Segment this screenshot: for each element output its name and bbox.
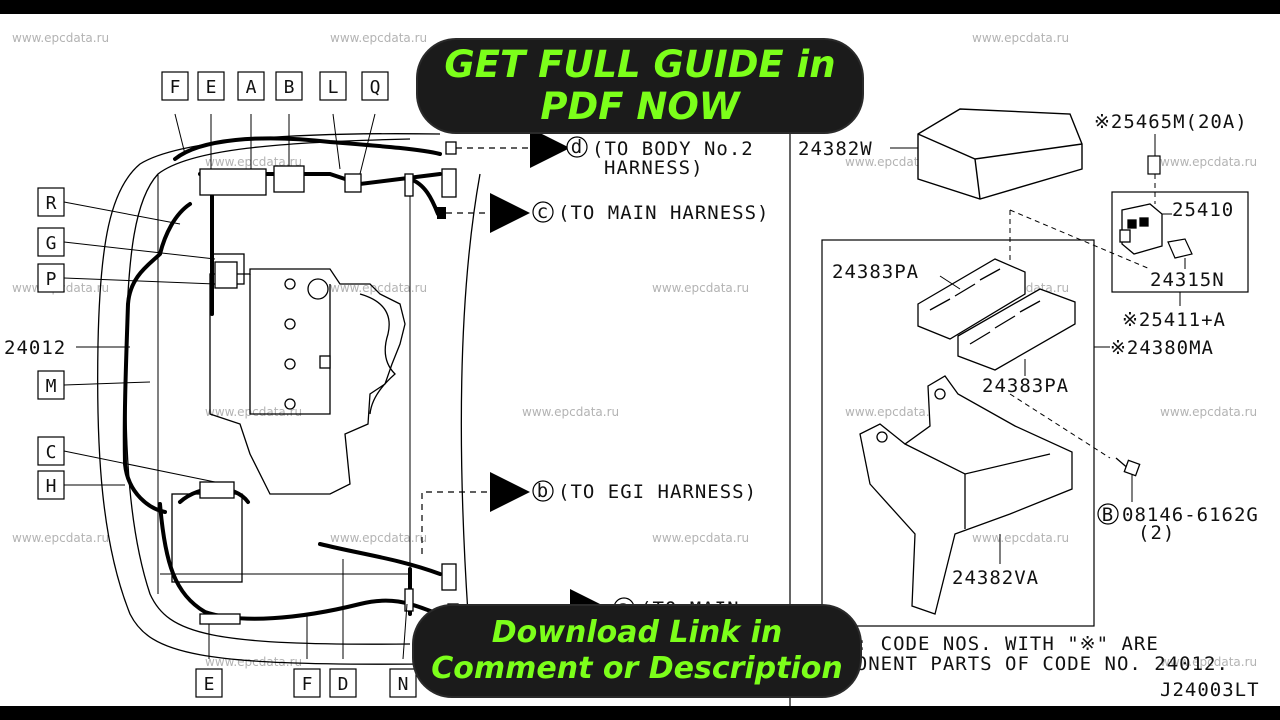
watermark: www.epcdata.ru bbox=[522, 405, 619, 419]
leader-line bbox=[939, 275, 961, 290]
connector-label-box bbox=[161, 71, 189, 101]
watermark: www.epcdata.ru bbox=[972, 531, 1069, 545]
clip-icon bbox=[1167, 238, 1193, 259]
connector-label-box bbox=[37, 436, 65, 466]
download-link-banner[interactable]: Download Link in Comment or Description bbox=[414, 606, 860, 696]
watermark: www.epcdata.ru bbox=[205, 405, 302, 419]
bolt-letter: B bbox=[1102, 504, 1114, 526]
watermark: www.epcdata.ru bbox=[330, 531, 427, 545]
connector-label-box bbox=[389, 668, 417, 698]
engine-compartment-outline bbox=[96, 133, 481, 665]
part-label-fuse-block-b: 24383PA bbox=[982, 375, 1069, 397]
connector-label: A bbox=[246, 77, 257, 98]
connector-label-box bbox=[275, 71, 303, 101]
connector-label-box bbox=[37, 187, 65, 217]
part-label-relay-assy: ※25411+A bbox=[1122, 309, 1226, 331]
fuse-block-assembly-frame bbox=[821, 239, 1095, 627]
watermark: www.epcdata.ru bbox=[972, 31, 1069, 45]
connector-label: P bbox=[46, 269, 57, 290]
connector-label-box bbox=[197, 71, 225, 101]
connector-label: H bbox=[46, 476, 57, 497]
watermark: www.epcdata.ru bbox=[12, 531, 109, 545]
note-line-2: COMPONENT PARTS OF CODE NO. 24012. bbox=[806, 653, 1229, 675]
part-label-clip: 24315N bbox=[1150, 269, 1225, 291]
destination-text: (TO EGI HARNESS) bbox=[558, 481, 757, 503]
connector-label: R bbox=[46, 193, 57, 214]
destination-circle bbox=[532, 201, 554, 223]
bolt-icon bbox=[1115, 457, 1141, 477]
assembly-dashed-lines bbox=[1009, 174, 1156, 270]
banner-line: Comment or Description bbox=[431, 651, 843, 686]
top-connector-labels: F E A B L Q bbox=[161, 71, 389, 101]
destination-circle bbox=[566, 136, 588, 158]
destination-text: (TO BODY No.2 bbox=[592, 138, 754, 160]
destination-letter: d bbox=[571, 136, 583, 158]
fuse-icon bbox=[1147, 155, 1161, 175]
connector-label: C bbox=[46, 442, 57, 463]
connector-label: Q bbox=[370, 77, 381, 98]
connector-label: D bbox=[338, 674, 349, 695]
part-label-block-assy: ※24380MA bbox=[1110, 337, 1214, 359]
destination-letter: c bbox=[537, 201, 549, 223]
watermark: www.epcdata.ru bbox=[330, 31, 427, 45]
connector-label-box bbox=[37, 470, 65, 500]
connector-label: E bbox=[206, 77, 217, 98]
connector-label-box bbox=[319, 71, 347, 101]
fuse-case-icon bbox=[859, 375, 1073, 615]
watermark: www.epcdata.ru bbox=[652, 531, 749, 545]
connector-label-box bbox=[237, 71, 265, 101]
watermark: www.epcdata.ru bbox=[845, 405, 942, 419]
connector-label-box bbox=[195, 668, 223, 698]
connector-label: M bbox=[46, 376, 57, 397]
relay-icon bbox=[1119, 203, 1163, 255]
part-label-relay: 25410 bbox=[1172, 199, 1234, 221]
part-label-bolt: 08146-6162G bbox=[1122, 504, 1259, 526]
connector-label: N bbox=[398, 674, 409, 695]
watermark: www.epcdata.ru bbox=[1160, 655, 1257, 669]
watermark: www.epcdata.ru bbox=[652, 281, 749, 295]
watermark: www.epcdata.ru bbox=[12, 31, 109, 45]
note-line-1: NOTE: CODE NOS. WITH "※" ARE bbox=[806, 633, 1159, 655]
assembly-dashed-line bbox=[1009, 393, 1111, 459]
destination-letter: b bbox=[537, 480, 549, 502]
connector-label: F bbox=[302, 674, 313, 695]
leader-lines bbox=[63, 113, 408, 660]
banner-line: Download Link in bbox=[491, 615, 783, 650]
connector-label-box bbox=[361, 71, 389, 101]
destination-text: HARNESS) bbox=[604, 157, 704, 179]
connector-label: G bbox=[46, 233, 57, 254]
connector-block-solid bbox=[437, 207, 446, 219]
connector-label-box bbox=[37, 370, 65, 400]
connector-label-box bbox=[293, 668, 321, 698]
banner-line: GET FULL GUIDE in bbox=[444, 43, 836, 86]
destination-text: (TO MAIN HARNESS) bbox=[558, 202, 769, 224]
diagram-code: J24003LT bbox=[1160, 679, 1260, 701]
part-label-fuse: ※25465M(20A) bbox=[1094, 111, 1248, 133]
part-label-bolt-qty: (2) bbox=[1138, 522, 1175, 544]
wiring-diagram-svg: www.epcdata.ru www.epcdata.ru www.epcdat… bbox=[4, 31, 1260, 706]
connector-label-box bbox=[37, 227, 65, 257]
part-label-case: 24382VA bbox=[952, 567, 1039, 589]
banner-line: PDF NOW bbox=[540, 85, 740, 128]
destination-circle bbox=[532, 480, 554, 502]
connector-label-box bbox=[329, 668, 357, 698]
part-label-fuse-block-a: 24383PA bbox=[832, 261, 919, 283]
connector-label: B bbox=[284, 77, 295, 98]
connector-label-box bbox=[37, 263, 65, 293]
watermark: www.epcdata.ru bbox=[1160, 155, 1257, 169]
connector-label: F bbox=[170, 77, 181, 98]
fuse-box-cover bbox=[917, 108, 1083, 200]
connector-blocks bbox=[199, 141, 459, 625]
get-guide-banner[interactable]: GET FULL GUIDE in PDF NOW bbox=[418, 40, 862, 132]
bottom-connector-labels: E F D N bbox=[195, 668, 417, 698]
part-label-cover: 24382W bbox=[798, 138, 873, 160]
watermark: www.epcdata.ru bbox=[1160, 405, 1257, 419]
side-connector-labels: R G P M C H bbox=[37, 187, 65, 500]
harness-part-number: 24012 bbox=[4, 337, 66, 359]
connector-label: E bbox=[204, 674, 215, 695]
bolt-circle bbox=[1097, 503, 1119, 525]
connector-label: L bbox=[328, 77, 339, 98]
fuse-block-icon bbox=[917, 258, 1076, 371]
